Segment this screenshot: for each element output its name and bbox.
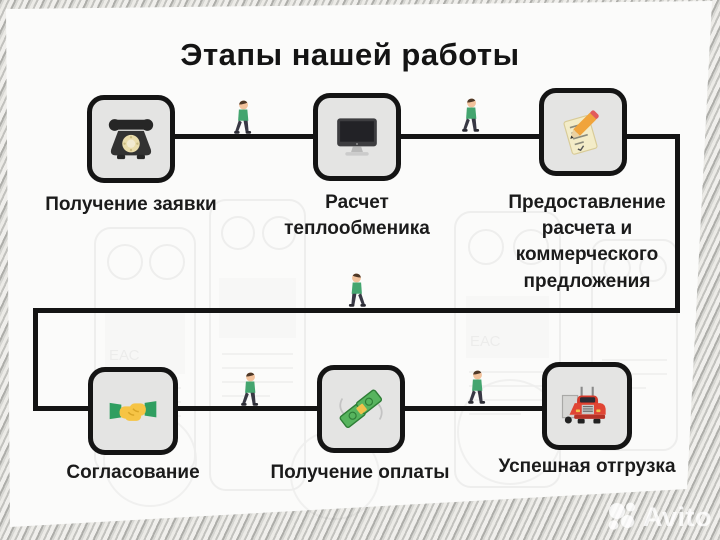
phone-icon	[108, 119, 154, 160]
step-box-request	[87, 95, 175, 183]
step-label-approval: Согласование	[66, 462, 200, 483]
step-box-calculation	[313, 93, 401, 181]
walking-person-icon	[348, 273, 366, 307]
connector-row2	[33, 406, 548, 411]
step-box-payment	[317, 365, 405, 453]
connector-row1	[170, 134, 680, 139]
walking-person-icon	[241, 372, 259, 406]
avito-brand-text: Avito	[643, 501, 712, 532]
computer-icon	[337, 118, 377, 156]
step-box-shipment	[542, 362, 632, 450]
connector-right-vertical	[675, 134, 680, 313]
connector-middle-horizontal	[33, 308, 680, 313]
step-label-calculation: Расчет теплообменика	[284, 192, 430, 240]
handshake-icon	[109, 401, 157, 421]
step-label-payment: Получение оплаты	[270, 462, 450, 483]
step-label-shipment: Успешная отгрузка	[498, 456, 676, 477]
walking-person-icon	[234, 100, 252, 134]
avito-watermark: Avito	[606, 500, 712, 534]
connector-left-vertical	[33, 308, 38, 411]
avito-logo-icon	[608, 502, 635, 530]
walking-person-icon	[468, 370, 486, 404]
money-icon	[339, 389, 383, 428]
step-label-proposal: Предоставление расчета и коммерческого п…	[508, 192, 666, 292]
step-box-proposal	[539, 88, 627, 176]
notepad-pencil-icon	[563, 110, 599, 155]
page-title: Этапы нашей работы	[180, 36, 520, 72]
truck-icon	[561, 386, 606, 424]
step-label-request: Получение заявки	[45, 194, 217, 215]
walking-person-icon	[462, 98, 480, 132]
step-box-approval	[88, 367, 178, 455]
